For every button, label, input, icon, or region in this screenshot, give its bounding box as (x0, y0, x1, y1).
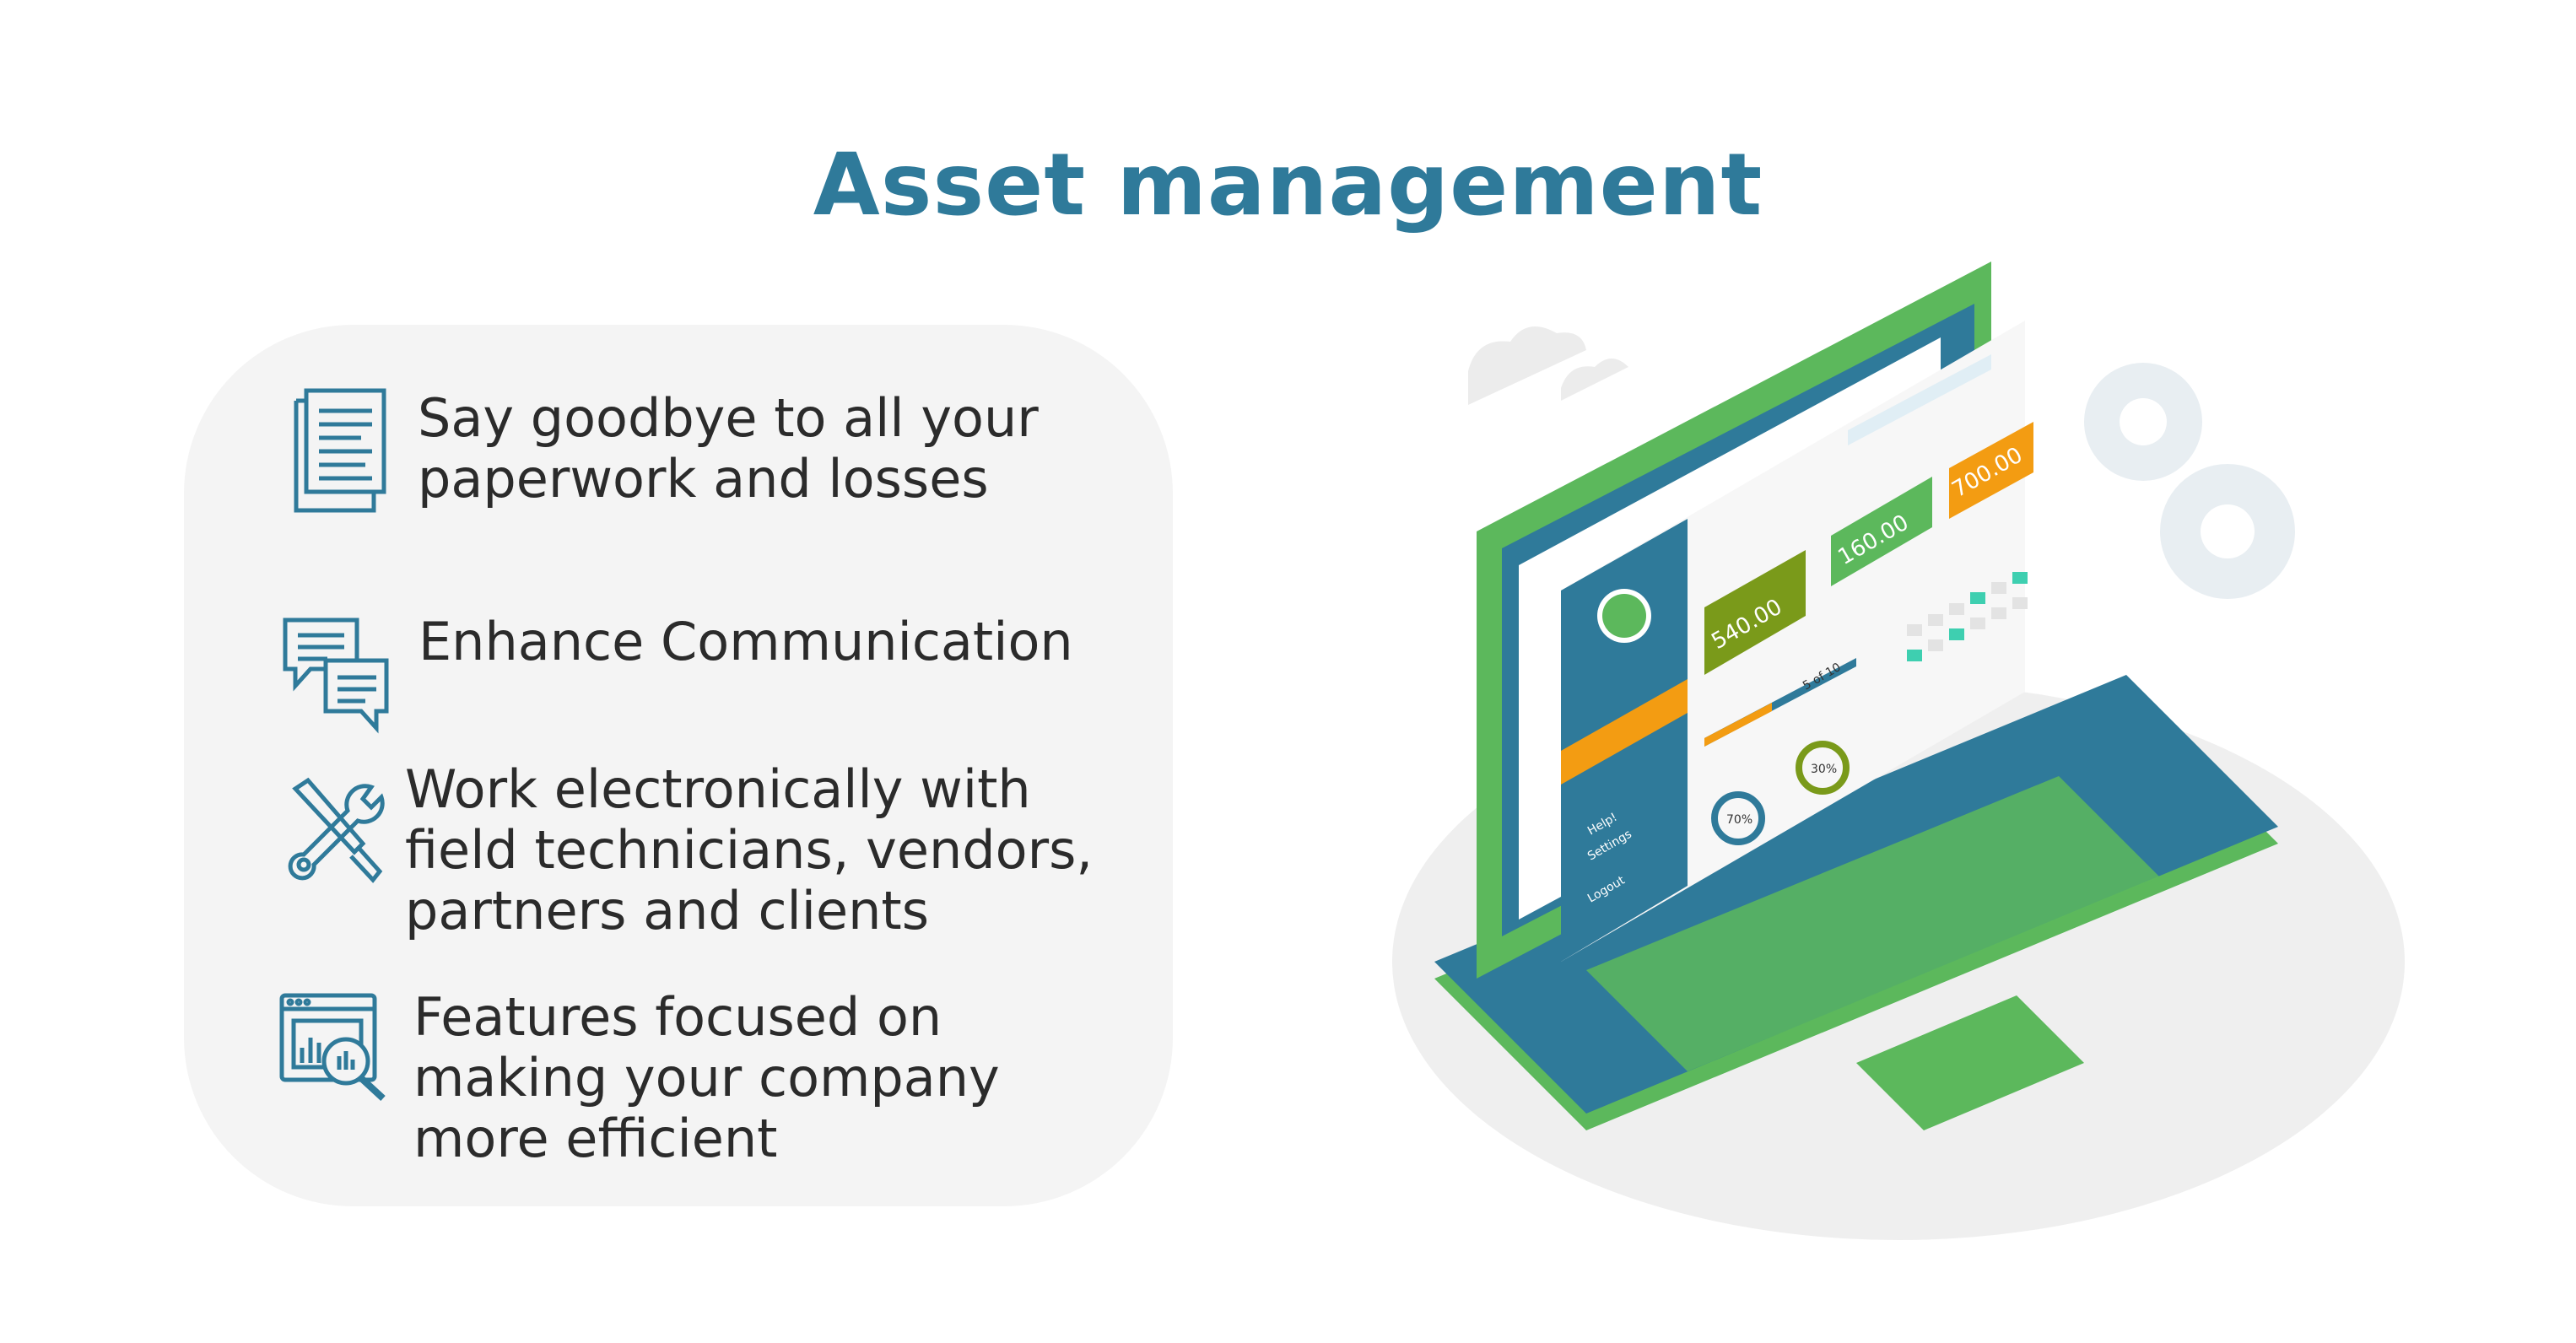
wrench-screwdriver-icon (278, 763, 397, 898)
feature-communication: Enhance Communication (277, 612, 1073, 747)
card-700 (1949, 422, 2033, 519)
svg-text:70%: 70% (1726, 813, 1752, 827)
chat-bubbles-icon (277, 612, 395, 747)
donut-chart (1796, 741, 1850, 795)
svg-text:30%: 30% (1811, 763, 1837, 776)
card-540 (1704, 550, 1806, 675)
calendar-grid (1907, 572, 2028, 661)
donut-chart (1711, 791, 1765, 845)
touchpad (1856, 995, 2084, 1130)
laptop-illustration: 540.00 160.00 700.00 5 of 10 70% 30% Hel… (1384, 253, 2447, 1265)
page-title: Asset management (813, 135, 1763, 235)
cloud-icon (1468, 326, 1628, 405)
card-160 (1831, 477, 1932, 586)
analytics-magnifier-icon (275, 987, 393, 1122)
search-bar (1848, 354, 1991, 445)
document-icon (281, 384, 399, 519)
keyboard (1586, 776, 2160, 1071)
gear-icon (2084, 363, 2295, 599)
feature-text: Enhance Communication (419, 611, 1073, 672)
